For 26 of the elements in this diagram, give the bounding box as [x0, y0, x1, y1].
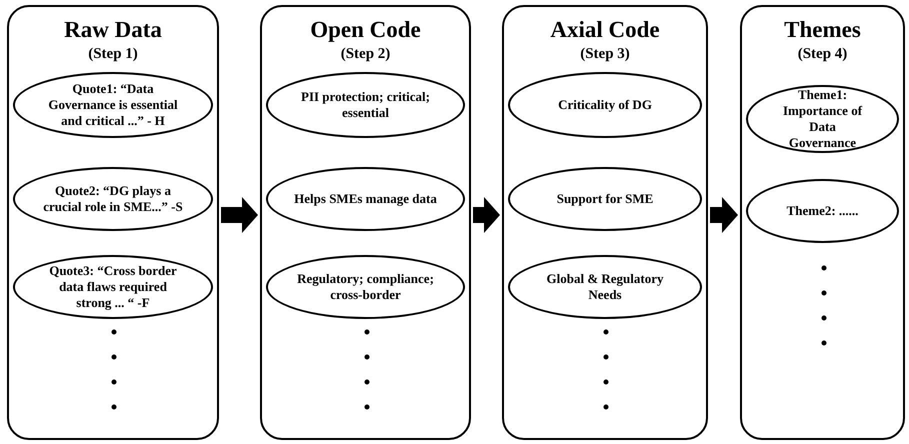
ellipse-node: Global & Regulatory Needs — [508, 255, 702, 319]
column-panel — [740, 5, 905, 440]
block-arrow — [221, 197, 258, 233]
block-arrow — [473, 197, 500, 233]
ellipse-node: Quote2: “DG plays a crucial role in SME...” -S — [13, 167, 213, 231]
column-panel — [502, 5, 708, 440]
column-title: Open Code — [309, 17, 422, 43]
column-title: Axial Code — [549, 17, 661, 43]
ellipse-node: Helps SMEs manage data — [266, 167, 465, 231]
ellipse-node: Support for SME — [508, 167, 702, 231]
ellipse-node: Regulatory; compliance; cross-border — [266, 255, 465, 319]
column-title: Raw Data — [63, 17, 163, 43]
column-panel — [260, 5, 471, 440]
column-title: Themes — [783, 17, 862, 43]
block-arrow — [710, 197, 738, 233]
step-label: (Step 1) — [87, 45, 139, 63]
ellipse-node: Quote3: “Cross border data flaws required strong ... “ -F — [13, 255, 213, 319]
ellipse-node: Quote1: “Data Governance is essential and critical ...” - H — [13, 72, 213, 138]
ellipse-node: Theme2: ...... — [746, 179, 899, 243]
ellipse-node: PII protection; critical; essential — [266, 72, 465, 138]
step-label: (Step 2) — [340, 45, 392, 63]
step-label: (Step 4) — [796, 45, 848, 63]
column-panel — [7, 5, 219, 440]
ellipse-node: Criticality of DG — [508, 72, 702, 138]
ellipse-node: Theme1: Importance of Data Governance — [746, 85, 899, 153]
step-label: (Step 3) — [579, 45, 631, 63]
